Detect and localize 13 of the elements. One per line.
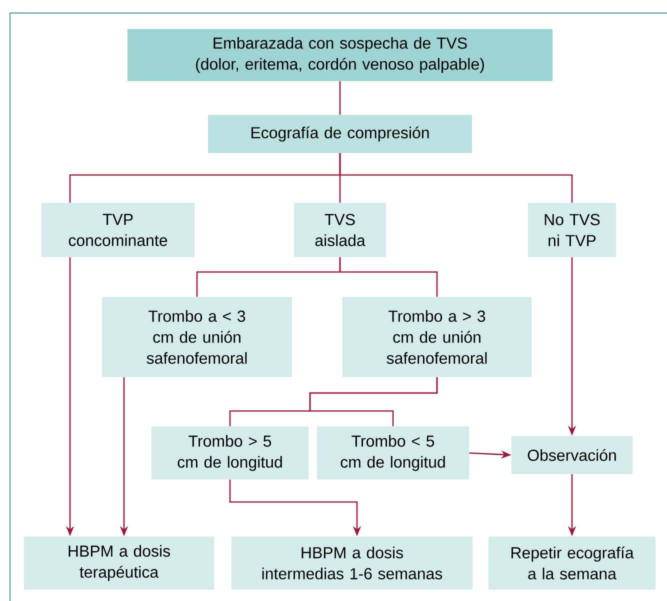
process-box: Trombo < 5 cm de longitud [317,426,469,480]
process-box: HBPM a dosis intermedias 1-6 semanas [232,536,472,590]
process-box: HBPM a dosis terapéutica [24,536,214,590]
process-box: Ecografía de compresión [208,115,472,153]
process-box: Observación [512,436,632,474]
process-box: Trombo > 5 cm de longitud [152,426,308,480]
process-box: Embarazada con sospecha de TVS (dolor, eritema, cordón venoso palpable) [128,29,552,81]
process-box: No TVS ni TVP [528,203,616,257]
process-box: Trombo a > 3 cm de unión safenofemoral [342,297,532,377]
process-box: TVP concominante [42,203,194,257]
process-box: Repetir ecografía a la semana [488,536,656,590]
process-box: Trombo a < 3 cm de unión safenofemoral [102,297,292,377]
process-box: TVS aislada [294,203,386,257]
